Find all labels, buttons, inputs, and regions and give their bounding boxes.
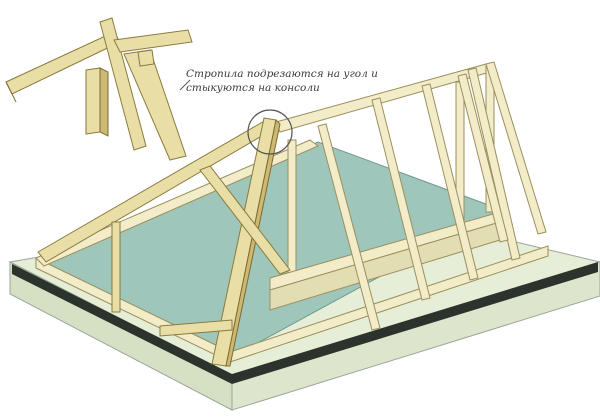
hip-rafter-right-shade (225, 118, 281, 367)
base-dark-band-front (12, 264, 232, 384)
short-post (111, 221, 121, 313)
hip-tie-beam (159, 319, 233, 337)
detail-magnifier (247, 109, 293, 155)
diagonal-strut (199, 165, 291, 275)
joint-detail-inset (5, 17, 193, 161)
joint-callout-text: Стропила подрезаются на угол и стыкуются… (186, 68, 378, 94)
right-slope-rafters (317, 61, 547, 331)
base-dark-band-right (232, 262, 598, 384)
callout-leader (179, 79, 191, 91)
ridge-post-front (287, 139, 297, 287)
